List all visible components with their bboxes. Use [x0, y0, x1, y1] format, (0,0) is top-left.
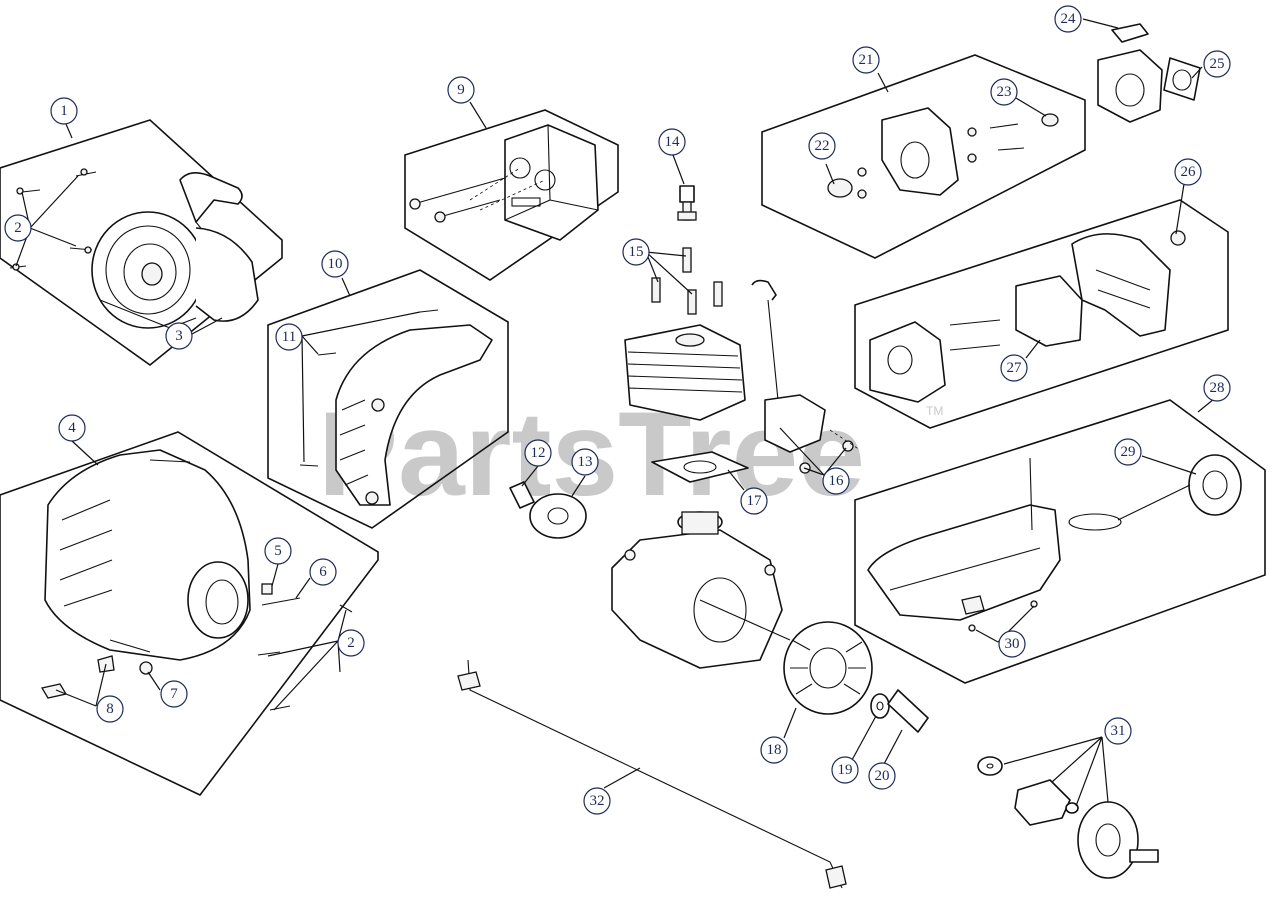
- clutch-assembly: [977, 756, 1159, 879]
- gasket: [651, 451, 749, 483]
- callout-23: 23: [990, 78, 1018, 106]
- callout-26: 26: [1174, 158, 1202, 186]
- callout-label: 27: [1007, 360, 1023, 376]
- callout-label: 8: [106, 701, 114, 717]
- callout-label: 26: [1181, 164, 1197, 180]
- callout-2-lower: 2: [337, 629, 365, 657]
- callout-label: 4: [68, 420, 76, 436]
- callout-8: 8: [96, 695, 124, 723]
- callout-1: 1: [50, 97, 78, 125]
- fan-shroud-assembly: [299, 309, 493, 506]
- group-box-4: [0, 431, 379, 797]
- group-box-26: [854, 199, 1229, 429]
- callout-30: 30: [998, 630, 1026, 658]
- callout-label: 23: [997, 84, 1012, 100]
- callout-12: 12: [524, 439, 552, 467]
- callout-label: 21: [859, 52, 874, 68]
- callout-25: 25: [1203, 50, 1231, 78]
- flywheel: [783, 621, 873, 715]
- callout-label: 3: [175, 328, 183, 344]
- callout-label: 11: [282, 329, 296, 345]
- muffler-assembly: [409, 124, 599, 241]
- cylinder: [624, 324, 746, 421]
- callout-31: 31: [1104, 717, 1132, 745]
- callout-label: 28: [1210, 380, 1225, 396]
- callout-label: 1: [60, 103, 68, 119]
- callout-17: 17: [740, 487, 768, 515]
- callout-label: 2: [347, 635, 355, 651]
- callout-24: 24: [1054, 5, 1082, 33]
- air-filter-base-assembly: [827, 107, 1059, 199]
- callout-label: 13: [578, 454, 593, 470]
- cylinder-bolts: [651, 247, 723, 315]
- callout-7: 7: [160, 680, 188, 708]
- callout-label: 9: [457, 82, 465, 98]
- group-box-21: [761, 54, 1086, 259]
- callout-14: 14: [658, 128, 686, 156]
- callout-15: 15: [622, 238, 650, 266]
- callout-10: 10: [321, 250, 349, 278]
- callout-label: 2: [14, 220, 22, 236]
- callout-label: 22: [815, 138, 830, 154]
- callout-2: 2: [4, 214, 32, 242]
- callout-21: 21: [852, 46, 880, 74]
- group-box-10: [267, 269, 509, 529]
- callout-label: 10: [328, 256, 343, 272]
- callout-label: 24: [1061, 11, 1077, 27]
- callout-11: 11: [275, 323, 303, 351]
- callout-label: 19: [838, 762, 853, 778]
- watermark-trademark: TM: [926, 404, 943, 418]
- leader-lines: [15, 18, 1215, 807]
- callout-9: 9: [447, 76, 475, 104]
- callout-label: 18: [767, 742, 782, 758]
- callout-32: 32: [583, 787, 611, 815]
- callout-13: 13: [571, 448, 599, 476]
- spacer-12: [509, 481, 535, 509]
- group-box-9: [404, 109, 619, 281]
- callout-28: 28: [1203, 374, 1231, 402]
- callout-5: 5: [264, 537, 292, 565]
- group-box-1: [0, 119, 283, 367]
- callout-19: 19: [831, 756, 859, 784]
- callout-label: 16: [829, 473, 845, 489]
- ignition-coil: [751, 279, 861, 474]
- sleeve-20: [887, 689, 929, 733]
- callout-3: 3: [165, 322, 193, 350]
- callout-label: 20: [875, 768, 890, 784]
- callout-label: 25: [1210, 56, 1225, 72]
- callout-20: 20: [868, 762, 896, 790]
- callout-16: 16: [822, 467, 850, 495]
- group-box-28: [854, 399, 1266, 684]
- callout-label: 6: [319, 564, 327, 580]
- callout-18: 18: [760, 736, 788, 764]
- callout-label: 7: [170, 686, 178, 702]
- callout-29: 29: [1114, 438, 1142, 466]
- callout-label: 15: [629, 244, 644, 260]
- callout-label: 29: [1121, 444, 1136, 460]
- callout-label: 17: [747, 493, 763, 509]
- washer-19: [870, 693, 890, 719]
- carburetor: [1097, 23, 1201, 123]
- callout-label: 14: [665, 134, 681, 150]
- callout-4: 4: [58, 414, 86, 442]
- callout-label: 32: [590, 793, 605, 809]
- callout-label: 30: [1005, 636, 1020, 652]
- throttle-cable: [457, 659, 847, 889]
- crankcase-assembly: [611, 511, 791, 669]
- fuel-tank-assembly: [867, 454, 1242, 632]
- spark-plug: [677, 185, 697, 221]
- callout-22: 22: [808, 132, 836, 160]
- recoil-starter-assembly: [9, 168, 259, 329]
- callout-6: 6: [309, 558, 337, 586]
- callout-27: 27: [1000, 354, 1028, 382]
- callout-label: 12: [531, 445, 546, 461]
- callout-label: 31: [1111, 723, 1126, 739]
- coupling-13: [529, 493, 587, 539]
- engine-housing-assembly: [40, 449, 353, 711]
- air-filter-cover-assembly: [869, 230, 1186, 403]
- callout-label: 5: [274, 543, 282, 559]
